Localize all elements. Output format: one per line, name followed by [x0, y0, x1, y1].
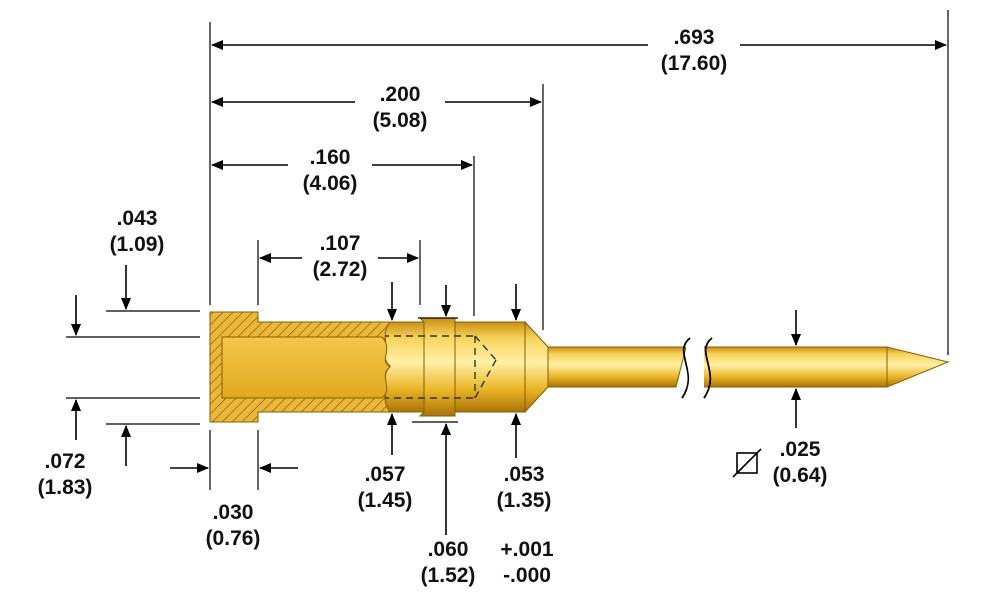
body-diameter-inch: .053 [504, 463, 545, 486]
head-thickness-mm: (0.76) [206, 527, 261, 550]
body-length-inch: .200 [380, 83, 421, 106]
bore-depth-inch: .107 [320, 232, 361, 255]
overall-length-inch: .693 [674, 26, 715, 49]
bore-diameter-inch: .072 [45, 450, 86, 473]
crimp-length-mm: (4.06) [303, 172, 358, 195]
plunger-diameter-inch: .025 [780, 438, 821, 461]
tolerance-plus: +.001 [500, 538, 553, 561]
body-diameter-mm: (1.35) [497, 489, 552, 512]
probe-part [209, 311, 950, 423]
head-thickness-inch: .030 [213, 501, 254, 524]
bore-depth-mm: (2.72) [313, 258, 368, 281]
crimp-length-inch: .160 [310, 146, 351, 169]
dimension-labels: .693 (17.60) .200 (5.08) .160 (4.06) .10… [38, 26, 828, 587]
overall-length-mm: (17.60) [661, 52, 728, 75]
barrel-diameter-inch: .057 [365, 463, 406, 486]
body-length-mm: (5.08) [373, 109, 428, 132]
diameter-icon [732, 448, 762, 478]
bore-diameter-mm: (1.83) [38, 476, 93, 499]
head-diameter-mm: (1.09) [110, 233, 165, 256]
receptacle-bore [221, 336, 391, 399]
plunger-diameter-mm: (0.64) [773, 464, 828, 487]
plunger-tip [699, 346, 950, 388]
plunger-shaft [547, 346, 687, 388]
dimension-lines [71, 40, 947, 535]
body-shoulder [524, 320, 549, 414]
collar-diameter-mm: (1.52) [421, 564, 476, 587]
extension-lines [66, 10, 949, 490]
tolerance-minus: -.000 [503, 564, 551, 587]
collar-ring [418, 317, 456, 417]
barrel-diameter-mm: (1.45) [358, 489, 413, 512]
head-diameter-inch: .043 [117, 207, 158, 230]
collar-diameter-inch: .060 [428, 538, 469, 561]
